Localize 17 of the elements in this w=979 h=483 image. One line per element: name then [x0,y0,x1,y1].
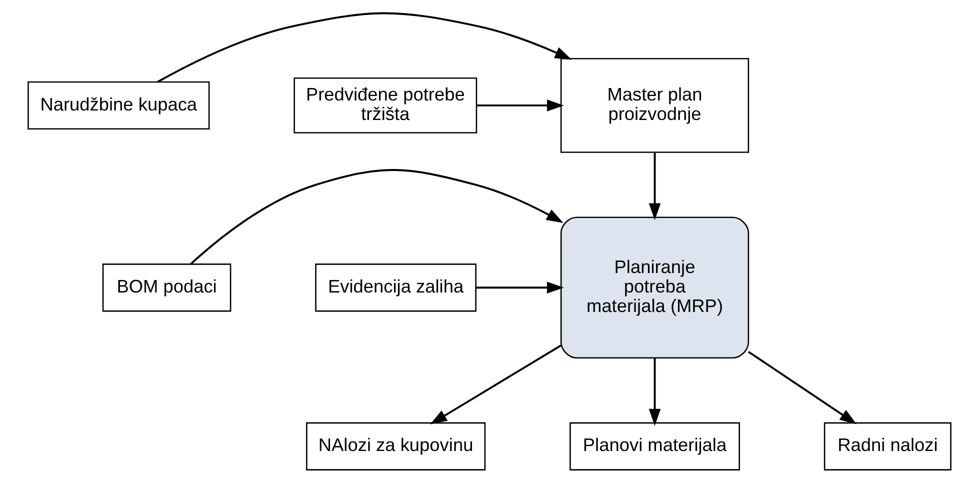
node-box: NAlozi za kupovinu [306,422,486,470]
arrow [430,344,562,424]
node-box: Planovi materijala [570,422,740,470]
arrow [748,350,857,424]
node-box: Evidencija zaliha [315,264,476,312]
node-box: Narudžbine kupaca [28,81,210,130]
arrow [476,100,564,112]
node-box: Radni nalozi [824,422,952,470]
node-box: Planiranje potreba materijala (MRP) [560,216,750,359]
arrow [190,169,564,265]
node-box: BOM podaci [102,264,232,312]
arrow [476,282,564,294]
arrow [648,152,661,220]
node-box: Predviđene potrebe tržišta [294,77,478,134]
node-box: Master plan proizvodnje [560,58,750,153]
arrow [648,358,661,426]
arrow [157,12,572,83]
